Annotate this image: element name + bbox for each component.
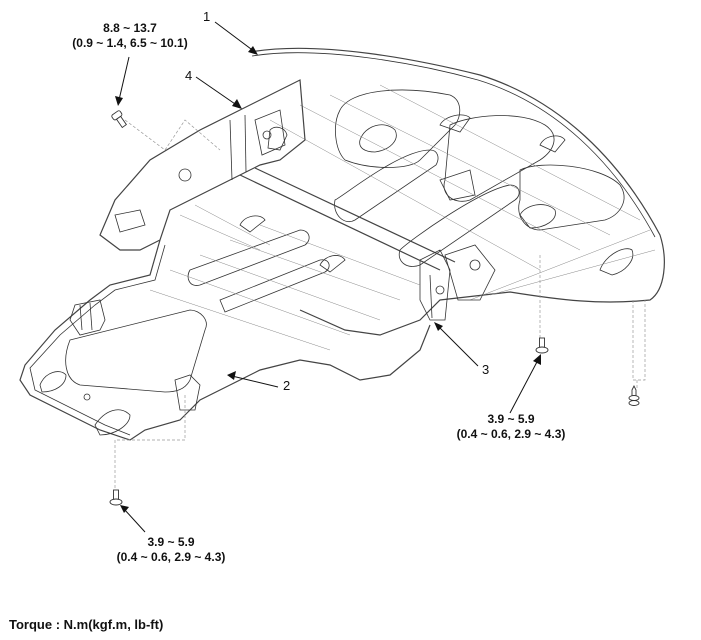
torque-units-note: Torque : N.m(kgf.m, lb-ft) <box>9 617 164 632</box>
part-2-front-cover <box>19 204 431 441</box>
torque-alt-units: (0.4 ~ 0.6, 2.9 ~ 4.3) <box>116 550 226 564</box>
torque-spec-top-left: 8.8 ~ 13.7 (0.9 ~ 1.4, 6.5 ~ 10.1) <box>66 21 194 51</box>
torque-spec-bottom: 3.9 ~ 5.9 (0.4 ~ 0.6, 2.9 ~ 4.3) <box>108 535 234 565</box>
callout-1: 1 <box>203 9 211 24</box>
center-crossmember <box>239 167 496 321</box>
torque-value: 3.9 ~ 5.9 <box>147 535 195 549</box>
torque-alt-units: (0.4 ~ 0.6, 2.9 ~ 4.3) <box>456 427 566 441</box>
callout-2: 2 <box>283 378 291 393</box>
torque-value: 8.8 ~ 13.7 <box>103 21 157 35</box>
part-1-rear-cover <box>249 47 665 336</box>
bolt-icon <box>111 110 127 129</box>
callout-4: 4 <box>185 68 193 83</box>
callout-arrows <box>115 21 541 533</box>
clip-icon <box>628 384 640 406</box>
part-4-side-bracket <box>99 79 306 251</box>
bolt-icon <box>535 337 549 354</box>
torque-value: 3.9 ~ 5.9 <box>487 412 535 426</box>
callout-3: 3 <box>482 362 490 377</box>
fastener-leader-lines <box>114 119 646 490</box>
torque-spec-right: 3.9 ~ 5.9 (0.4 ~ 0.6, 2.9 ~ 4.3) <box>448 412 574 442</box>
bolt-icon <box>109 489 123 506</box>
torque-alt-units: (0.9 ~ 1.4, 6.5 ~ 10.1) <box>72 36 188 50</box>
